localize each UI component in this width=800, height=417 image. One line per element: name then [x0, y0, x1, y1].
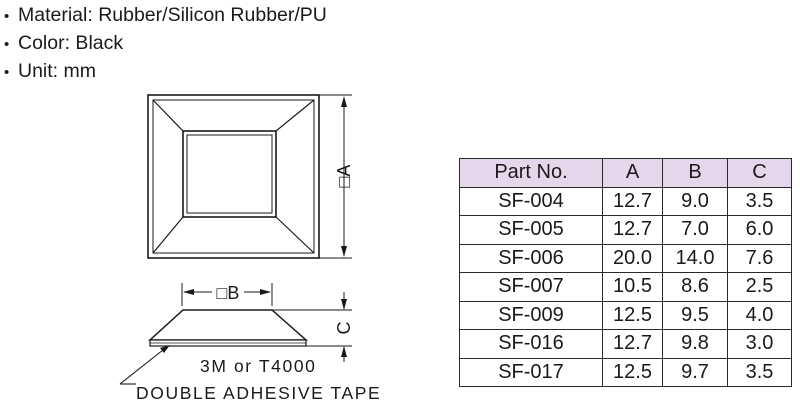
table-row: SF-004 12.7 9.0 3.5	[459, 186, 792, 216]
cell-part-no: SF-004	[459, 186, 603, 216]
dimensions-table: Part No. A B C SF-004 12.7 9.0 3.5 SF-00…	[459, 158, 792, 387]
spec-color-text: Color: Black	[18, 32, 124, 54]
top-view-top-face-inner	[186, 134, 273, 214]
dim-a-label: □A	[334, 165, 354, 188]
dim-b-label: □B	[217, 283, 240, 303]
cell-c: 6.0	[727, 215, 792, 245]
cell-a: 12.5	[602, 357, 663, 387]
table-header-row: Part No. A B C	[459, 158, 792, 188]
cell-a: 12.7	[602, 215, 663, 245]
cell-part-no: SF-009	[459, 300, 603, 330]
top-view-top-face	[182, 130, 277, 218]
cell-b: 7.0	[662, 215, 728, 245]
cell-c: 7.6	[727, 243, 792, 273]
header-part-no: Part No.	[459, 158, 603, 188]
cell-part-no: SF-017	[459, 357, 603, 387]
table-row: SF-016 12.7 9.8 3.0	[459, 329, 792, 359]
dim-a-arrow-bottom	[341, 246, 347, 257]
header-b: B	[662, 158, 728, 188]
cell-a: 20.0	[602, 243, 663, 273]
table-row: SF-009 12.5 9.5 4.0	[459, 300, 792, 330]
cell-a: 10.5	[602, 272, 663, 302]
cell-part-no: SF-007	[459, 272, 603, 302]
cell-c: 2.5	[727, 272, 792, 302]
cell-a: 12.7	[602, 329, 663, 359]
dimension-b	[181, 283, 273, 306]
top-view-corner-tr	[275, 99, 315, 132]
spec-list: •Material: Rubber/Silicon Rubber/PU •Col…	[4, 2, 327, 86]
side-view-profile	[148, 309, 308, 341]
cell-part-no: SF-006	[459, 243, 603, 273]
cell-b: 9.0	[662, 186, 728, 216]
side-view	[148, 309, 308, 347]
table-row: SF-017 12.5 9.7 3.5	[459, 357, 792, 387]
table-row: SF-005 12.7 7.0 6.0	[459, 215, 792, 245]
cell-b: 9.7	[662, 357, 728, 387]
cell-a: 12.7	[602, 186, 663, 216]
cell-a: 12.5	[602, 300, 663, 330]
header-a: A	[602, 158, 663, 188]
cell-c: 3.5	[727, 357, 792, 387]
spec-material: •Material: Rubber/Silicon Rubber/PU	[4, 4, 327, 26]
dim-c-label: C	[334, 322, 354, 335]
dim-b-arrow-left	[183, 289, 194, 295]
top-view-outer-edge-inner	[152, 99, 315, 254]
cell-c: 3.0	[727, 329, 792, 359]
tape-leader	[119, 345, 170, 385]
tape-label-type: DOUBLE ADHESIVE TAPE	[136, 383, 382, 403]
cell-c: 3.5	[727, 186, 792, 216]
cell-b: 14.0	[662, 243, 728, 273]
dimension-a	[308, 94, 352, 259]
cell-part-no: SF-016	[459, 329, 603, 359]
header-c: C	[727, 158, 792, 188]
top-view-corner-tl	[152, 99, 184, 132]
dim-b-arrow-right	[260, 289, 271, 295]
cell-b: 9.5	[662, 300, 728, 330]
spec-material-text: Material: Rubber/Silicon Rubber/PU	[18, 4, 327, 26]
table-row: SF-007 10.5 8.6 2.5	[459, 272, 792, 302]
top-view-outer-edge	[147, 94, 320, 259]
tape-label-brand: 3M or T4000	[200, 356, 317, 376]
cell-c: 4.0	[727, 300, 792, 330]
cell-part-no: SF-005	[459, 215, 603, 245]
dimension-c	[272, 292, 352, 362]
top-view-corner-br	[275, 216, 315, 254]
top-view	[147, 94, 320, 259]
dim-a-arrow-top	[341, 96, 347, 107]
dim-c-arrow-bottom	[341, 346, 347, 357]
tape-leader-arrow	[160, 345, 170, 353]
table-row: SF-006 20.0 14.0 7.6	[459, 243, 792, 273]
cell-b: 8.6	[662, 272, 728, 302]
spec-unit-text: Unit: mm	[18, 60, 96, 82]
dim-c-arrow-top	[341, 299, 347, 310]
spec-color: •Color: Black	[4, 32, 124, 54]
cell-b: 9.8	[662, 329, 728, 359]
top-view-corner-bl	[152, 216, 184, 254]
spec-unit: •Unit: mm	[4, 60, 96, 82]
tape-leader-line	[119, 345, 169, 385]
